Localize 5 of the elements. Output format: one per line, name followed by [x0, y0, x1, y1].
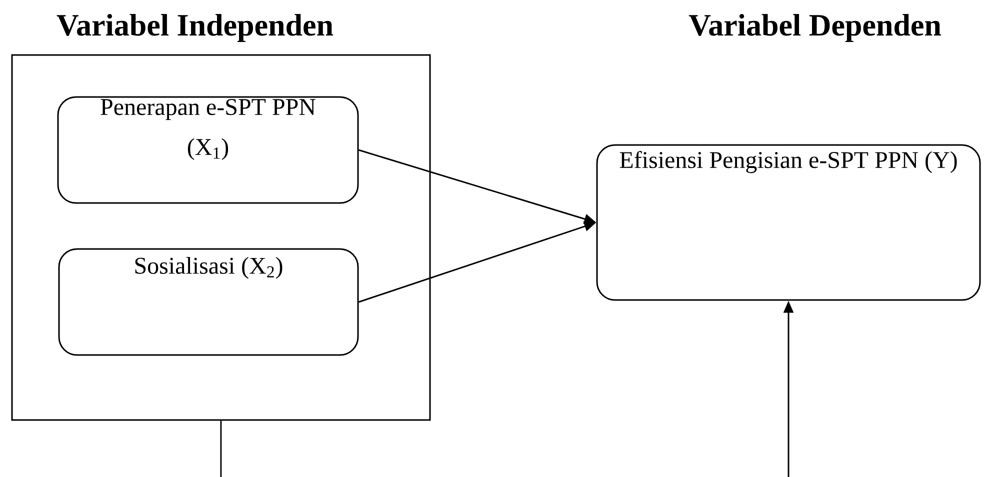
- group-heading: Variabel Independen: [56, 14, 334, 42]
- variable-box: Penerapan e-SPT PPN (X$_{1}$): [57, 96, 359, 204]
- variable-box: Sosialisasi (X$_{2}$): [58, 248, 359, 356]
- column-heading: Variabel Dependen: [688, 14, 941, 42]
- variable-box: Efisiensi Pengisian e-SPT PPN (Y): [596, 144, 981, 301]
